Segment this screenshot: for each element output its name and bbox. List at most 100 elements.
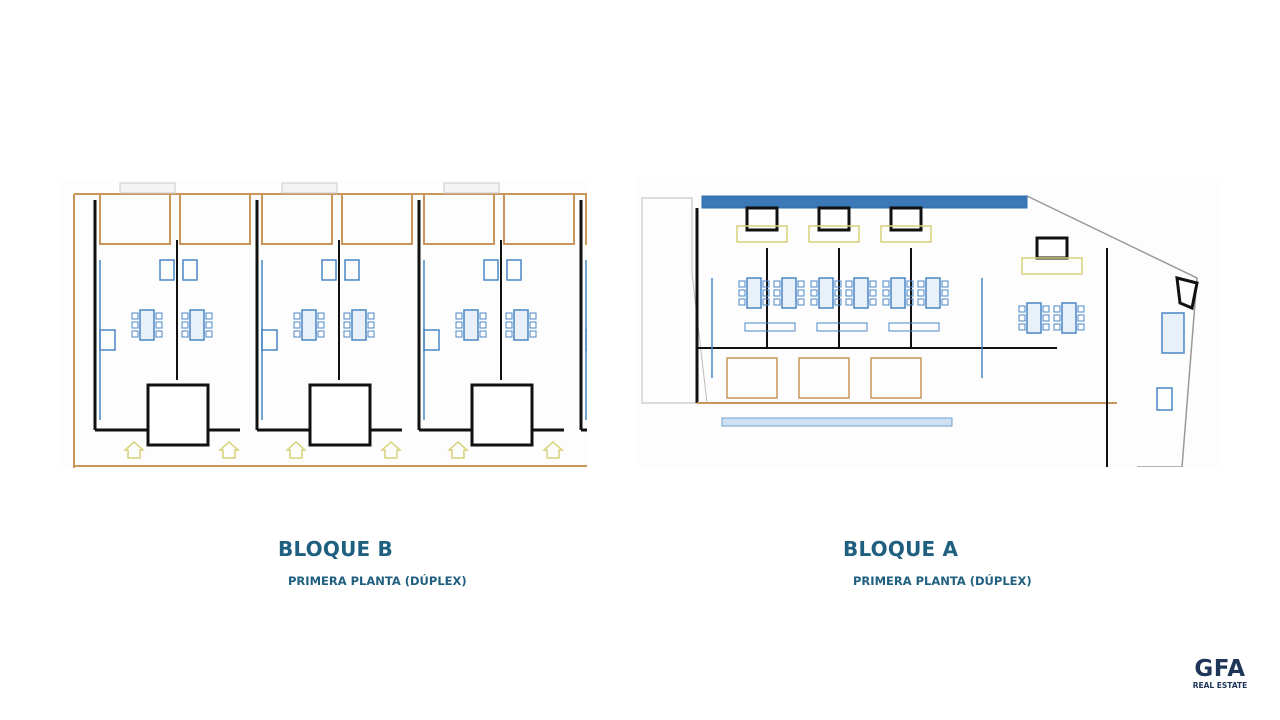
furniture-chair: [738, 280, 746, 288]
furniture: [816, 322, 868, 332]
furniture-chair: [834, 280, 842, 288]
pool-edge: [721, 417, 953, 427]
furniture-chair: [869, 289, 877, 297]
terrace: [99, 193, 171, 245]
entrance-icon: [218, 440, 240, 459]
furniture-chair: [869, 280, 877, 288]
furniture-chair: [906, 298, 914, 306]
furniture-table: [853, 277, 869, 309]
furniture-chair: [1077, 323, 1085, 331]
furniture-chair: [810, 280, 818, 288]
furniture-chair: [810, 289, 818, 297]
furniture-table: [189, 309, 205, 341]
furniture-chair: [367, 312, 375, 320]
bathroom-fixture: [99, 329, 116, 351]
terrace: [341, 193, 413, 245]
furniture-chair: [1053, 305, 1061, 313]
furniture-chair: [131, 312, 139, 320]
chimney: [1175, 276, 1199, 311]
furniture-table: [746, 277, 762, 309]
furniture-chair: [529, 330, 537, 338]
furniture-chair: [181, 330, 189, 338]
furniture-chair: [181, 312, 189, 320]
furniture-chair: [205, 312, 213, 320]
furniture-chair: [773, 298, 781, 306]
furniture-chair: [293, 321, 301, 329]
furniture-chair: [906, 280, 914, 288]
furniture-table: [1061, 302, 1077, 334]
furniture-chair: [845, 298, 853, 306]
entrance-icon: [123, 440, 145, 459]
furniture-chair: [529, 321, 537, 329]
plan-outline: [641, 197, 708, 404]
furniture-chair: [762, 289, 770, 297]
furniture-chair: [155, 321, 163, 329]
floor-plan-drawing: [73, 182, 737, 468]
furniture: [744, 322, 796, 332]
block-a-subtitle: PRIMERA PLANTA (DÚPLEX): [853, 574, 1032, 588]
furniture: [506, 259, 522, 281]
terrace: [880, 225, 932, 243]
furniture: [483, 259, 499, 281]
bathroom-fixture: [423, 329, 440, 351]
furniture-chair: [797, 280, 805, 288]
furniture-chair: [869, 298, 877, 306]
logo-tagline: REAL ESTATE: [1192, 681, 1248, 690]
furniture-table: [781, 277, 797, 309]
furniture-chair: [773, 289, 781, 297]
furniture-chair: [505, 312, 513, 320]
roof-strip: [701, 195, 1028, 209]
furniture-chair: [738, 298, 746, 306]
furniture-chair: [834, 289, 842, 297]
chimney: [745, 206, 779, 232]
furniture-chair: [505, 321, 513, 329]
furniture: [1156, 387, 1173, 411]
furniture: [321, 259, 337, 281]
furniture-chair: [293, 312, 301, 320]
furniture-chair: [917, 298, 925, 306]
furniture-table: [513, 309, 529, 341]
floor-plan-drawing: [641, 195, 1199, 468]
furniture-chair: [941, 289, 949, 297]
furniture-chair: [205, 321, 213, 329]
terrace: [179, 193, 251, 245]
furniture-chair: [343, 321, 351, 329]
terrace: [423, 193, 495, 245]
entrance-icon: [285, 440, 307, 459]
furniture-chair: [1077, 314, 1085, 322]
furniture: [159, 259, 175, 281]
furniture-table: [818, 277, 834, 309]
stair-void: [470, 383, 534, 447]
furniture-chair: [529, 312, 537, 320]
furniture-chair: [882, 298, 890, 306]
furniture-chair: [917, 280, 925, 288]
furniture-chair: [810, 298, 818, 306]
terrace: [726, 357, 778, 399]
furniture-chair: [1042, 323, 1050, 331]
furniture-chair: [1053, 314, 1061, 322]
terrace: [585, 193, 657, 245]
furniture: [888, 322, 940, 332]
furniture-table: [139, 309, 155, 341]
furniture: [344, 259, 360, 281]
furniture-table: [890, 277, 906, 309]
furniture-chair: [1053, 323, 1061, 331]
terrace: [736, 225, 788, 243]
furniture-chair: [317, 321, 325, 329]
terrace: [870, 357, 922, 399]
terrace: [808, 225, 860, 243]
furniture-chair: [455, 312, 463, 320]
furniture-chair: [941, 280, 949, 288]
furniture: [182, 259, 198, 281]
furniture-chair: [738, 289, 746, 297]
furniture-chair: [367, 321, 375, 329]
furniture-chair: [762, 280, 770, 288]
floor-plan-bloque-a: [637, 178, 1222, 468]
furniture-chair: [131, 321, 139, 329]
furniture-chair: [205, 330, 213, 338]
furniture-chair: [155, 330, 163, 338]
furniture-chair: [367, 330, 375, 338]
chimney: [817, 206, 851, 232]
furniture-chair: [1077, 305, 1085, 313]
furniture-chair: [917, 289, 925, 297]
